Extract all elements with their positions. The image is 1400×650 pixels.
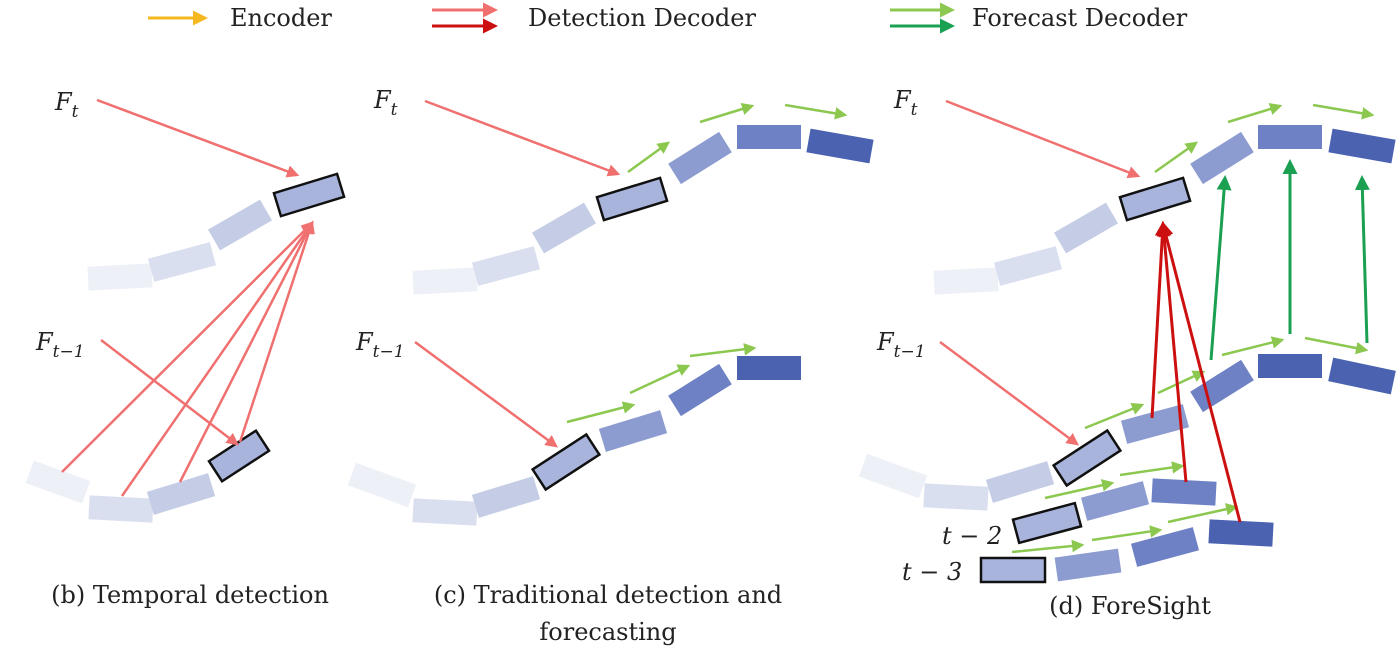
forecast-arrow bbox=[1157, 370, 1206, 395]
forecast-arrow bbox=[689, 343, 757, 358]
box-forecast bbox=[737, 356, 801, 380]
temporal-arrow bbox=[120, 220, 314, 497]
box bbox=[471, 476, 541, 518]
box-current bbox=[272, 172, 346, 218]
forecast-arrow bbox=[1167, 503, 1239, 524]
detection-arrow bbox=[96, 98, 300, 178]
detection-query-arrow bbox=[1150, 221, 1170, 419]
caption-d: (d) ForeSight bbox=[1049, 592, 1211, 620]
box bbox=[147, 242, 217, 282]
forecast-arrow bbox=[627, 141, 671, 174]
box bbox=[208, 199, 272, 251]
box bbox=[471, 246, 541, 286]
box bbox=[87, 263, 153, 291]
legend-encoder-label: Encoder bbox=[230, 4, 332, 32]
forecast-update-arrow bbox=[1354, 175, 1370, 344]
forecast-arrow bbox=[566, 401, 636, 424]
box-forecast bbox=[1151, 478, 1217, 506]
box bbox=[532, 202, 596, 254]
label-ft: Ft bbox=[373, 86, 398, 120]
legend: Encoder Detection Decoder Forecast Decod… bbox=[148, 2, 1188, 34]
forecast-arrow bbox=[1312, 103, 1375, 120]
forecast-arrow bbox=[1011, 539, 1085, 554]
forecast-update-arrow bbox=[1209, 175, 1232, 361]
box bbox=[25, 460, 91, 504]
box-previous bbox=[1051, 428, 1123, 488]
box-forecast bbox=[1328, 128, 1396, 164]
box-t3 bbox=[979, 556, 1047, 584]
label-t2: t − 2 bbox=[942, 522, 1002, 550]
label-t3: t − 3 bbox=[902, 558, 962, 586]
forecast-arrow bbox=[1091, 525, 1163, 542]
legend-detection-label: Detection Decoder bbox=[528, 4, 756, 32]
label-ft-1: Ft−1 bbox=[355, 328, 405, 362]
caption-c-line2: forecasting bbox=[539, 618, 676, 646]
box bbox=[933, 267, 999, 295]
box-forecast bbox=[668, 131, 732, 185]
box-forecast bbox=[598, 410, 668, 452]
box bbox=[412, 498, 478, 526]
box-forecast bbox=[806, 128, 874, 164]
box bbox=[146, 473, 216, 515]
caption-c-line1: (c) Traditional detection and bbox=[434, 581, 782, 609]
box-forecast bbox=[1080, 481, 1150, 521]
box-forecast bbox=[1054, 548, 1122, 582]
detection-arrow bbox=[414, 340, 559, 448]
box bbox=[858, 453, 928, 499]
forecast-arrow bbox=[1154, 141, 1199, 174]
box-previous bbox=[530, 432, 602, 492]
detection-arrow bbox=[945, 99, 1141, 179]
detection-arrow bbox=[939, 340, 1080, 446]
caption-b: (b) Temporal detection bbox=[51, 581, 329, 609]
box-forecast bbox=[1120, 404, 1190, 444]
box bbox=[88, 495, 154, 523]
temporal-arrow bbox=[178, 220, 314, 483]
forecast-arrow bbox=[699, 102, 755, 124]
forecast-arrow bbox=[1084, 402, 1145, 430]
detection-arrow bbox=[424, 99, 621, 177]
box-current bbox=[595, 176, 669, 222]
box bbox=[347, 462, 417, 508]
box bbox=[412, 267, 478, 295]
box bbox=[1054, 202, 1118, 254]
box-forecast bbox=[1258, 125, 1322, 149]
box-forecast bbox=[737, 125, 801, 149]
label-ft-1: Ft−1 bbox=[876, 328, 926, 362]
panel-b: Ft Ft−1 (b) Temporal detection bbox=[25, 88, 346, 609]
label-ft: Ft bbox=[54, 88, 79, 122]
forecast-arrow bbox=[784, 103, 848, 120]
label-ft: Ft bbox=[893, 86, 918, 120]
box-current bbox=[1118, 176, 1192, 222]
forecast-arrow bbox=[1221, 336, 1285, 357]
detection-query-arrow bbox=[1158, 221, 1242, 523]
box-forecast bbox=[668, 363, 732, 417]
forecast-arrow bbox=[1304, 336, 1369, 355]
temporal-arrow bbox=[61, 221, 314, 473]
box bbox=[993, 246, 1063, 286]
box-forecast bbox=[1190, 131, 1254, 185]
box-forecast bbox=[1130, 527, 1200, 567]
panel-d: Ft Ft−1 t − 2 t − 3 (d) ForeSight bbox=[858, 86, 1396, 620]
box-forecast bbox=[1258, 354, 1322, 378]
box-forecast bbox=[1208, 519, 1274, 547]
temporal-arrow bbox=[238, 220, 315, 443]
box-previous bbox=[207, 428, 271, 484]
legend-forecast-label: Forecast Decoder bbox=[972, 4, 1188, 32]
forecast-arrow bbox=[1044, 479, 1115, 500]
detection-query-arrow bbox=[1156, 221, 1188, 483]
box-forecast bbox=[1190, 359, 1254, 413]
forecast-arrow bbox=[629, 364, 691, 395]
box bbox=[923, 483, 989, 511]
panel-c: Ft Ft−1 (c) Traditional detection and fo… bbox=[347, 86, 874, 646]
label-ft-1: Ft−1 bbox=[35, 328, 85, 362]
box-forecast bbox=[1328, 357, 1396, 395]
detection-arrow bbox=[100, 339, 239, 446]
forecast-arrow bbox=[1227, 102, 1283, 124]
box bbox=[985, 461, 1055, 503]
forecast-arrow bbox=[1119, 461, 1185, 477]
box-t2 bbox=[1011, 501, 1083, 545]
